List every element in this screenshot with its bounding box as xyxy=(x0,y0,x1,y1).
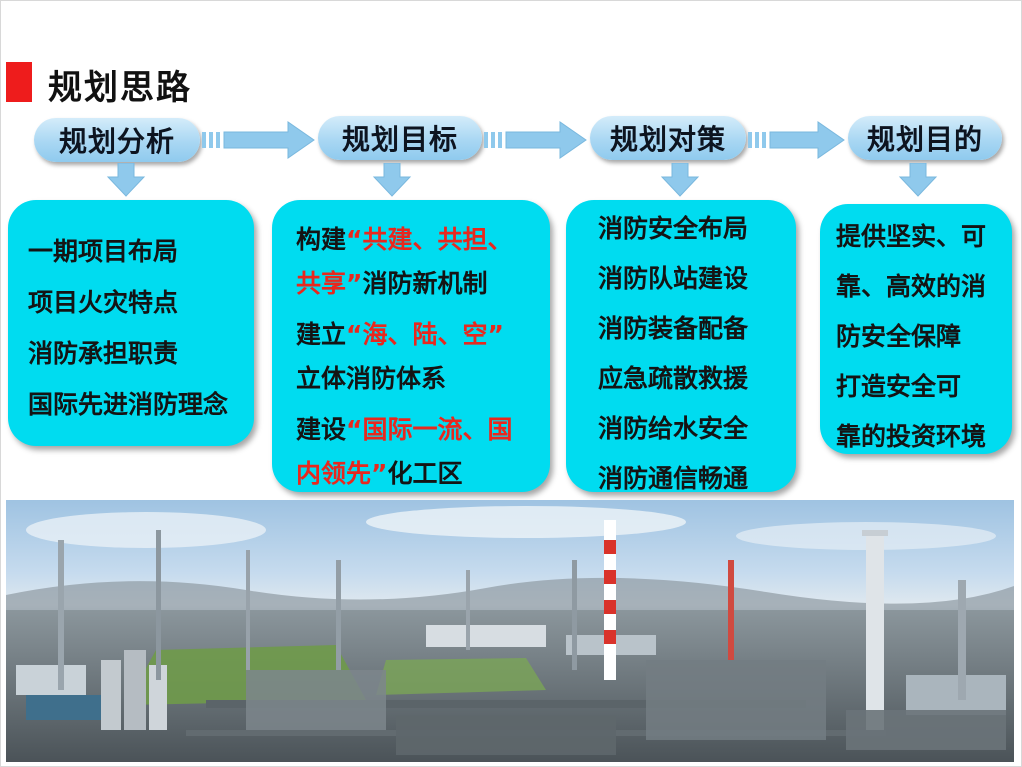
measure-item: 应急疏散救援 xyxy=(598,364,749,393)
purpose-item: 防安全保障 xyxy=(836,322,962,351)
measure-item: 消防安全布局 xyxy=(598,214,749,243)
arrow-down-icon xyxy=(372,163,412,197)
measures-box: 消防安全布局 消防队站建设 消防装备配备 应急疏散救援 消防给水安全 消防通信畅… xyxy=(566,200,796,493)
analysis-item: 一期项目布局 xyxy=(28,237,179,266)
arrow-right-icon xyxy=(748,121,845,159)
goal-2-line-1: 建立“海、陆、空” xyxy=(296,320,504,349)
slide-title: 规划思路 xyxy=(48,68,192,108)
arrow-right-icon xyxy=(202,121,315,159)
goals-box: 构建“共建、共担、 共享”消防新机制 建立“海、陆、空” 立体消防体系 建设“国… xyxy=(272,200,550,492)
goal-3-line-2: 内领先”化工区 xyxy=(296,459,463,488)
step-measures-pill: 规划对策 xyxy=(590,116,746,160)
arrow-down-icon xyxy=(106,163,146,197)
analysis-item: 国际先进消防理念 xyxy=(28,390,229,419)
title-accent-bar xyxy=(6,62,32,102)
goal-1-line-1: 构建“共建、共担、 xyxy=(296,225,513,254)
purpose-item: 提供坚实、可 xyxy=(836,222,987,251)
arrow-down-icon xyxy=(660,163,700,197)
analysis-item: 消防承担职责 xyxy=(28,339,179,368)
analysis-box: 一期项目布局 项目火灾特点 消防承担职责 国际先进消防理念 xyxy=(8,200,254,446)
purpose-item: 打造安全可 xyxy=(836,372,962,401)
step-purpose-pill: 规划目的 xyxy=(848,116,1002,160)
purpose-box: 提供坚实、可 靠、高效的消 防安全保障 打造安全可 靠的投资环境 xyxy=(820,204,1012,454)
analysis-item: 项目火灾特点 xyxy=(28,288,179,317)
step-analysis-pill: 规划分析 xyxy=(34,118,200,162)
goal-3-line-1: 建设“国际一流、国 xyxy=(296,415,513,444)
measure-item: 消防给水安全 xyxy=(598,414,749,443)
goal-1-line-2: 共享”消防新机制 xyxy=(296,269,488,298)
plant-illustration xyxy=(6,506,1014,762)
arrow-right-icon xyxy=(484,121,587,159)
chemical-plant-photo xyxy=(6,500,1014,762)
measure-item: 消防队站建设 xyxy=(598,264,749,293)
purpose-item: 靠的投资环境 xyxy=(836,422,987,451)
step-goals-pill: 规划目标 xyxy=(318,116,482,160)
arrow-down-icon xyxy=(898,163,938,197)
measure-item: 消防装备配备 xyxy=(598,314,749,343)
purpose-item: 靠、高效的消 xyxy=(836,272,987,301)
measure-item: 消防通信畅通 xyxy=(598,464,749,493)
goal-2-line-2: 立体消防体系 xyxy=(296,364,447,393)
